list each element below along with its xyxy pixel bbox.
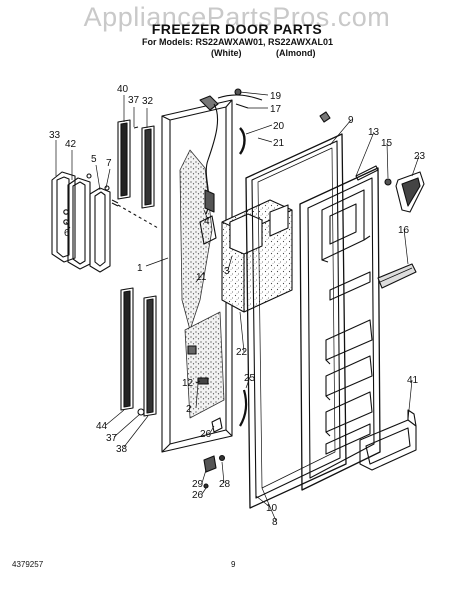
callout-41: 41: [407, 375, 419, 386]
callout-22: 22: [236, 347, 248, 358]
watermark-text: AppliancePartsPros.com: [83, 2, 391, 32]
inner-door-liner: [299, 167, 381, 491]
variant-white: (White): [211, 48, 242, 58]
dispenser-housing: [221, 199, 293, 313]
callout-25: 25: [244, 373, 256, 384]
callout-7: 7: [106, 158, 112, 169]
callout-12: 12: [182, 378, 194, 389]
callout-10: 10: [266, 503, 278, 514]
callout-37: 37: [128, 95, 140, 106]
insulation-lower: [184, 311, 225, 419]
dispenser-components: [355, 165, 425, 289]
callout-1: 1: [137, 263, 143, 274]
callout-leaders: [55, 91, 420, 522]
callout-20: 20: [273, 121, 285, 132]
callout-2: 2: [186, 404, 192, 415]
callout-33: 33: [49, 130, 61, 141]
callout-29: 29: [192, 479, 204, 490]
callout-11: 11: [196, 272, 207, 283]
callout-42: 42: [65, 139, 77, 150]
document-number: 4379257: [12, 560, 44, 569]
callout-9: 9: [348, 115, 354, 126]
callout-8: 8: [272, 517, 278, 528]
door-gasket: [245, 133, 347, 509]
callout-19: 19: [270, 91, 282, 102]
page-title: FREEZER DOOR PARTS: [151, 21, 323, 37]
callout-13: 13: [368, 127, 380, 138]
fasteners: [187, 345, 226, 489]
callout-26: 26: [200, 429, 212, 440]
callout-3: 3: [224, 266, 230, 277]
callout-5: 5: [91, 154, 97, 165]
callout-15: 15: [381, 138, 393, 149]
callout-40: 40: [117, 84, 129, 95]
door-bin: [359, 409, 417, 471]
callout-28: 28: [219, 479, 231, 490]
callout-23: 23: [414, 151, 426, 162]
page-number: 9: [231, 560, 236, 569]
variant-almond: (Almond): [276, 48, 316, 58]
callout-6: 6: [64, 228, 70, 239]
callout-26-lower: 26: [192, 490, 204, 501]
upper-trim-strips: [117, 119, 155, 209]
callout-38: 38: [116, 444, 128, 455]
callout-37-lower: 37: [106, 433, 118, 444]
wiring-and-tubes: [199, 88, 331, 427]
callout-44: 44: [96, 421, 108, 432]
callout-16: 16: [398, 225, 410, 236]
lower-trim-strips: [120, 287, 157, 417]
insulation-upper: [179, 149, 213, 331]
callout-32: 32: [142, 96, 154, 107]
callout-17: 17: [270, 104, 282, 115]
callout-21: 21: [273, 138, 285, 149]
model-list: For Models: RS22AWXAW01, RS22AWXAL01: [142, 37, 334, 47]
callout-labels: 40 37 32 33 42 5 7 6 1 11 4 44 37 38 19 …: [49, 84, 426, 528]
callout-4: 4: [204, 216, 210, 227]
